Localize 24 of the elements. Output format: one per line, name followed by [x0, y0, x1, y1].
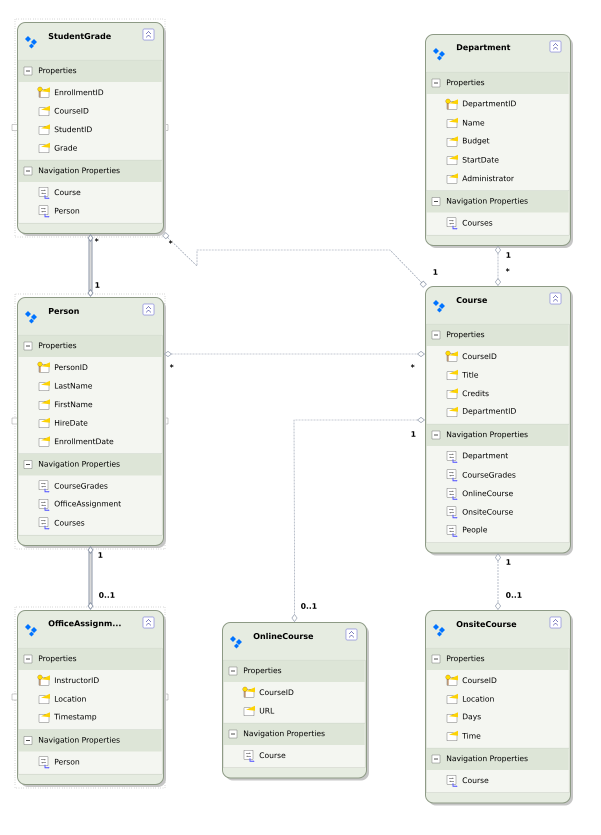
section-panel: [223, 723, 366, 768]
entity-name: OnlineCourse: [254, 632, 314, 640]
section-panel: [223, 660, 366, 724]
entity-name: StudentGrade: [48, 32, 111, 40]
entity-name: OnsiteCourse: [456, 620, 516, 628]
section-panel: [426, 324, 570, 424]
association-line: [495, 554, 501, 610]
entity-name: Person: [48, 308, 79, 314]
section-panel: [426, 424, 570, 543]
section-panel: [18, 335, 162, 454]
section-panel: [426, 748, 570, 793]
entity-name: Course: [456, 296, 487, 304]
entity-name: Department: [456, 44, 510, 52]
section-panel: [18, 160, 162, 224]
section-panel: [18, 60, 162, 160]
association-line: [88, 546, 94, 610]
section-panel: [18, 648, 162, 730]
entity-name: OfficeAssignm...: [48, 620, 121, 628]
association-line: [495, 246, 501, 286]
association-line: [164, 351, 425, 357]
section-panel: [426, 190, 570, 236]
section-panel: [18, 454, 162, 536]
association-line: [162, 232, 427, 288]
section-panel: [18, 730, 162, 774]
